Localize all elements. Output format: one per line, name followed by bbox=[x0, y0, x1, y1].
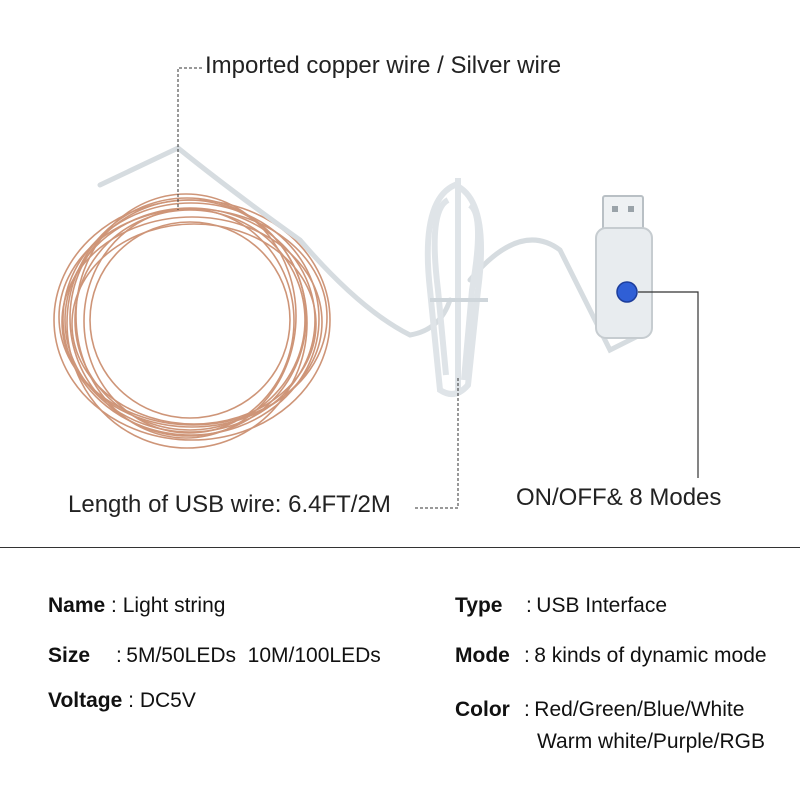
spec-size: Size bbox=[48, 644, 90, 668]
spec-mode-sep: : bbox=[524, 644, 530, 667]
spec-type-sep: : bbox=[526, 594, 532, 617]
wire-type-callout: Imported copper wire / Silver wire bbox=[205, 52, 562, 79]
spec-color-sep: : bbox=[524, 698, 530, 721]
spec-name: Name : Light string bbox=[48, 594, 225, 618]
spec-mode-label: Mode bbox=[455, 644, 510, 667]
mode-button-icon bbox=[616, 281, 638, 303]
spec-size-sep: : bbox=[116, 644, 122, 667]
spec-type-value-row: : USB Interface bbox=[526, 594, 667, 618]
usb-cable-bundle-icon bbox=[424, 178, 488, 397]
modes-callout: ON/OFF& 8 Modes bbox=[516, 484, 722, 511]
spec-color-value: Red/Green/Blue/White bbox=[534, 698, 745, 721]
modes-leader bbox=[638, 291, 699, 478]
spec-type-value: USB Interface bbox=[536, 594, 668, 617]
product-illustration bbox=[53, 67, 699, 509]
spec-color-label: Color bbox=[455, 698, 510, 721]
spec-mode: Mode bbox=[455, 644, 510, 668]
clear-lead-cable bbox=[97, 145, 643, 354]
callout-leaders bbox=[177, 67, 459, 509]
spec-size-value: 5M/50LEDs 10M/100LEDs bbox=[126, 644, 381, 667]
spec-color: Color bbox=[455, 698, 510, 722]
spec-voltage: Voltage : DC5V bbox=[48, 689, 196, 713]
spec-color-value-row: : Red/Green/Blue/White bbox=[524, 698, 744, 722]
spec-color-value-line2-row: Warm white/Purple/RGB bbox=[537, 730, 765, 754]
spec-mode-value: 8 kinds of dynamic mode bbox=[534, 644, 767, 667]
spec-name-value: Light string bbox=[122, 594, 226, 617]
spec-color-value-line2: Warm white/Purple/RGB bbox=[537, 730, 765, 753]
section-divider bbox=[0, 547, 800, 548]
spec-type-label: Type bbox=[455, 594, 503, 617]
spec-size-label: Size bbox=[48, 644, 91, 667]
copper-wire-coil-icon bbox=[53, 193, 331, 449]
spec-voltage-value: DC5V bbox=[139, 689, 196, 712]
spec-voltage-label: Voltage bbox=[48, 689, 123, 712]
spec-name-label: Name bbox=[48, 594, 106, 617]
usb-plug-icon bbox=[595, 195, 653, 339]
spec-size-value-row: : 5M/50LEDs 10M/100LEDs bbox=[116, 644, 381, 668]
spec-mode-value-row: : 8 kinds of dynamic mode bbox=[524, 644, 767, 668]
spec-name-sep: : bbox=[105, 594, 123, 617]
spec-voltage-sep: : bbox=[122, 689, 140, 712]
usb-length-callout: Length of USB wire: 6.4FT/2M bbox=[68, 491, 391, 518]
spec-type: Type bbox=[455, 594, 502, 618]
